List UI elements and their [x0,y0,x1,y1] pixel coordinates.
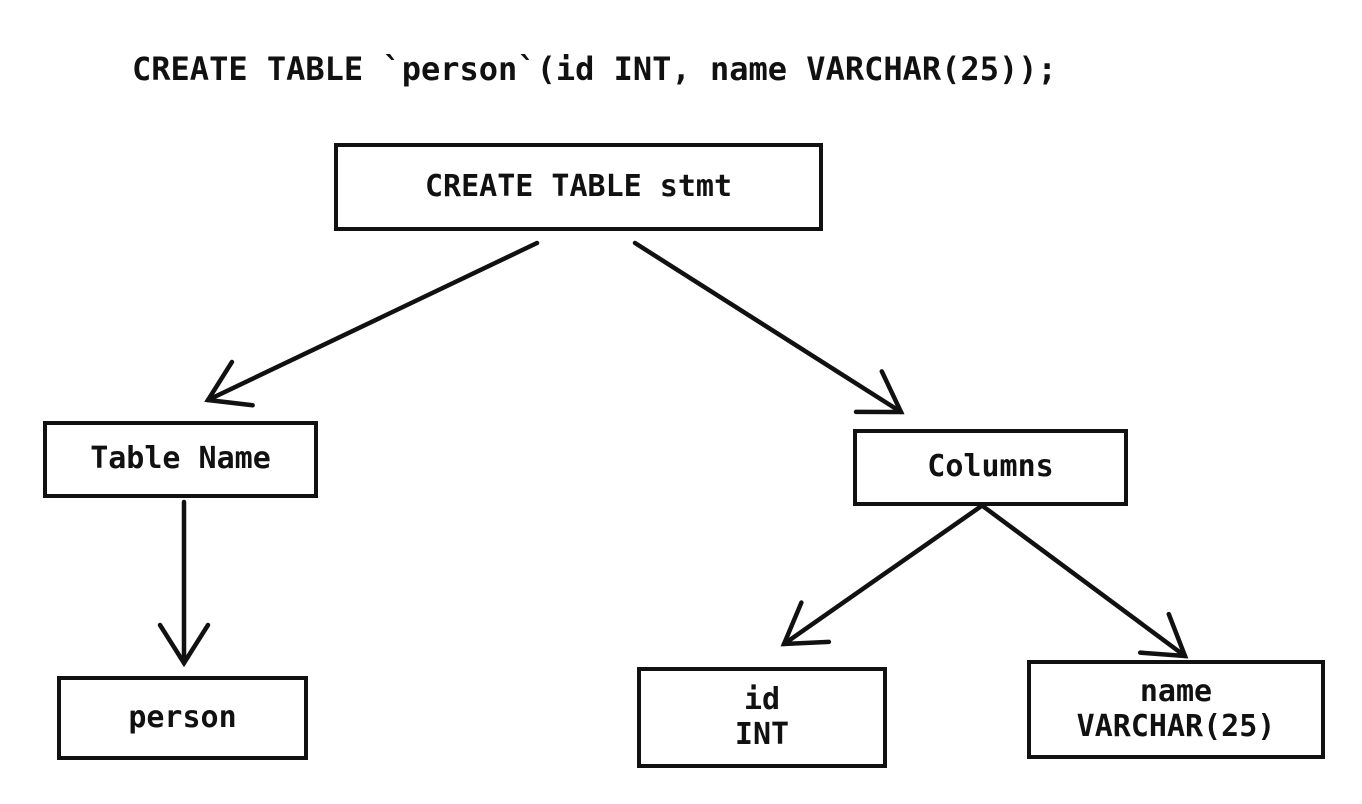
node-person-label: person [128,699,237,735]
edge-stmt-to-columns [632,240,905,415]
node-create-table-stmt-label: CREATE TABLE stmt [424,168,733,204]
node-id-int-line2: INT [734,716,790,752]
node-id-int: id INT [637,667,887,768]
node-create-table-stmt: CREATE TABLE stmt [334,143,823,231]
edge-columns-to-name [981,504,1189,659]
node-name-varchar-line2: VARCHAR(25) [1076,708,1276,744]
node-table-name: Table Name [43,421,318,498]
node-person: person [57,676,308,760]
edge-stmt-to-table-name [204,240,540,408]
node-columns: Columns [853,429,1128,506]
edge-columns-to-id [780,504,983,647]
node-id-int-line1: id [743,682,781,717]
node-columns-label: Columns [927,449,1054,485]
node-name-varchar: name VARCHAR(25) [1027,660,1325,759]
sql-statement-text: CREATE TABLE `person`(id INT, name VARCH… [132,50,1057,88]
node-name-varchar-line1: name [1139,674,1213,709]
node-table-name-label: Table Name [90,441,271,477]
